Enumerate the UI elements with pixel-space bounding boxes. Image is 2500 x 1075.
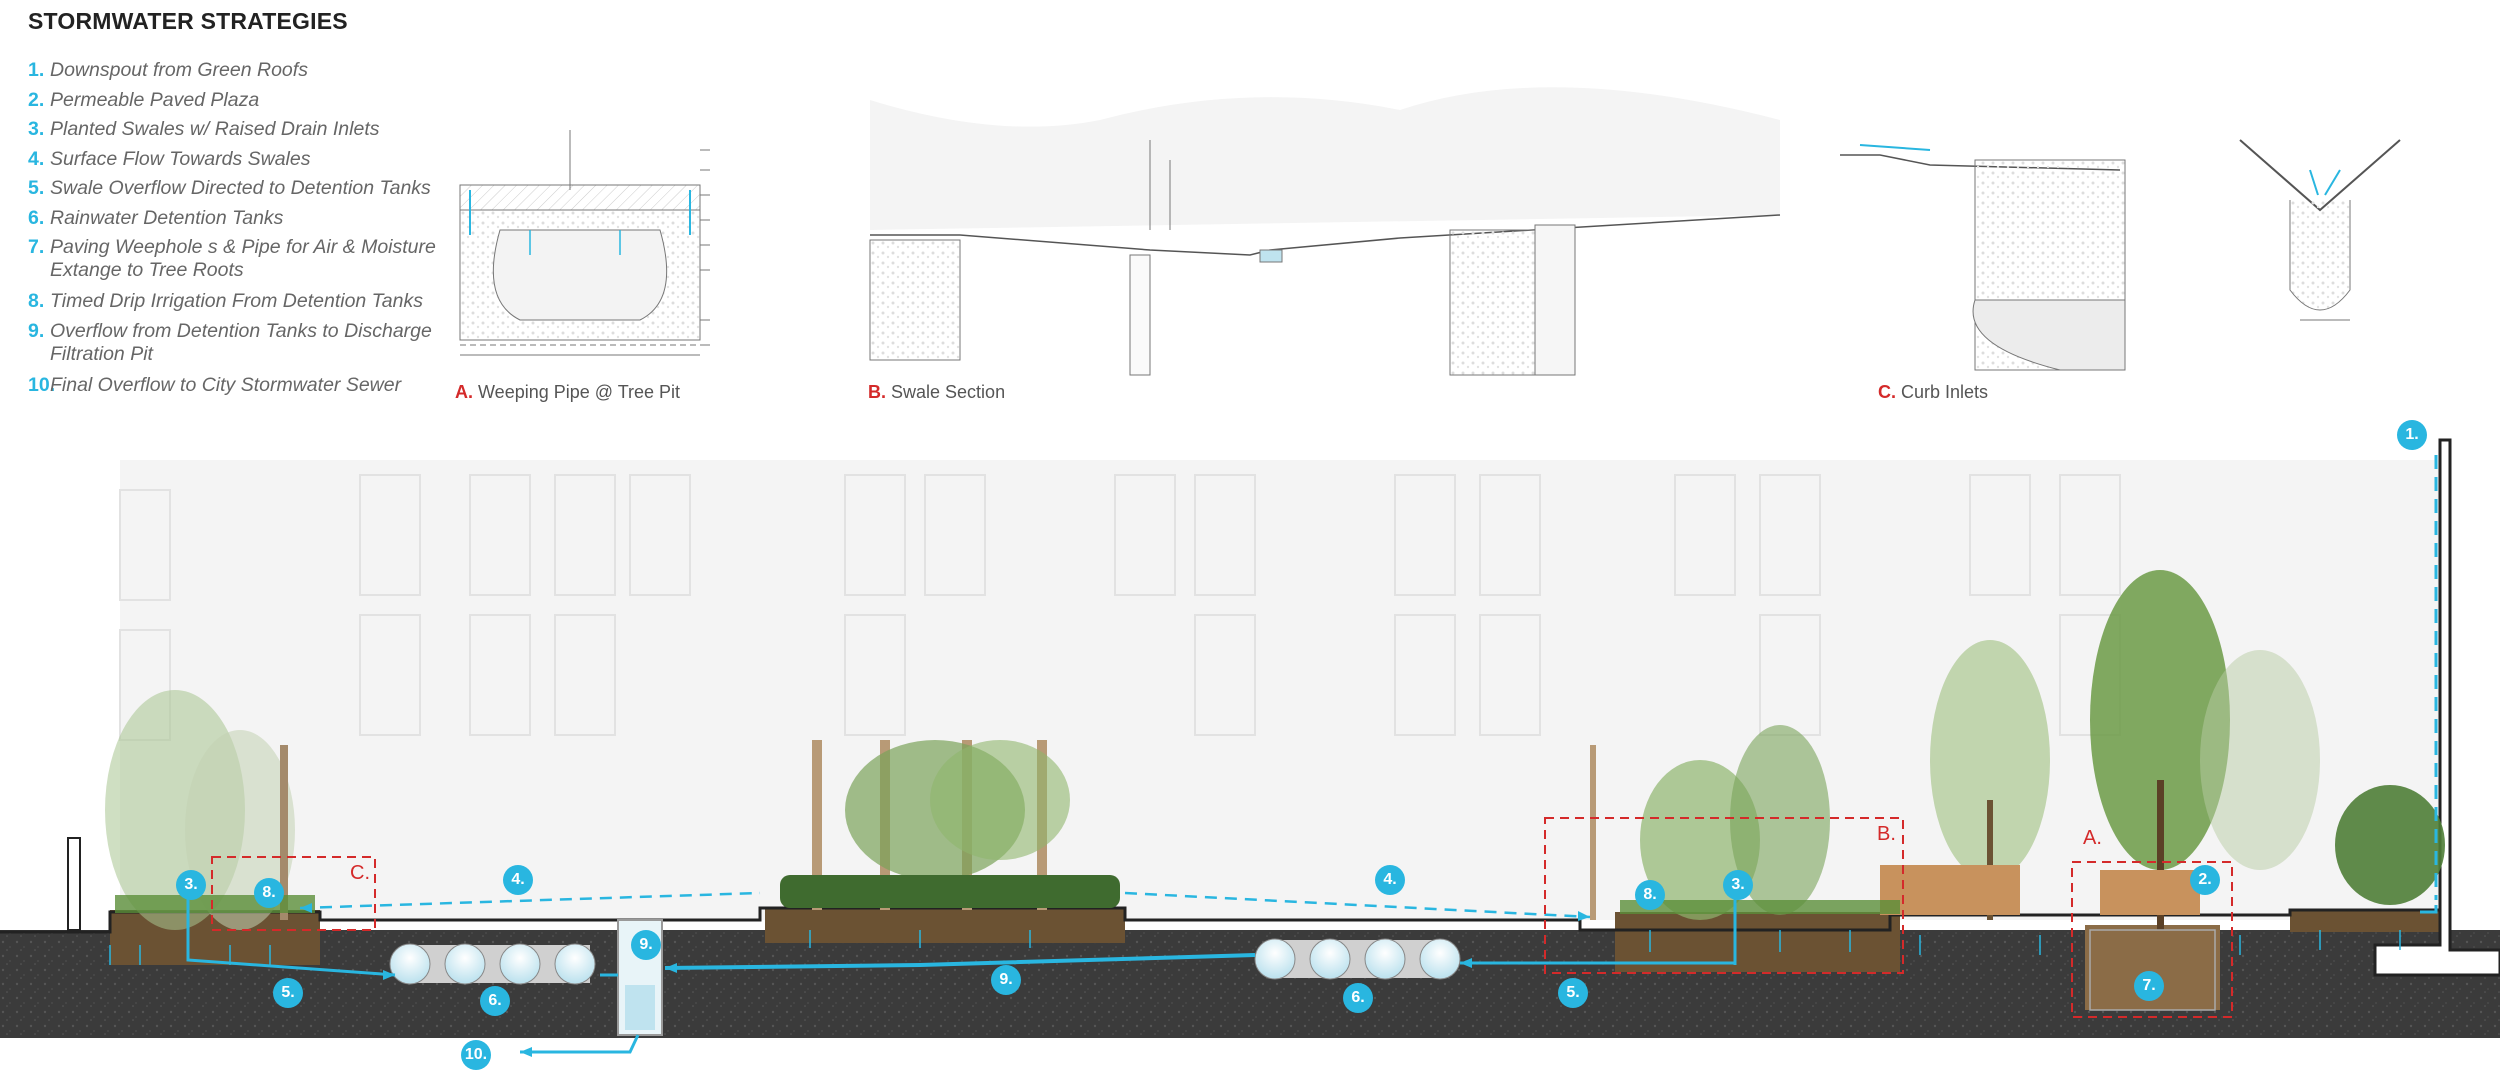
section-label-b: B. — [1877, 823, 1896, 845]
planting-soil-right — [2290, 910, 2450, 932]
legend-text: Final Overflow to City Stormwater Sewer — [50, 373, 402, 396]
callout-overflow-line: 9. — [991, 965, 1021, 995]
callout-swale-overflow-left: 5. — [273, 978, 303, 1008]
callout-drip-irrigation-left: 8. — [254, 878, 284, 908]
callout-swale-left: 3. — [176, 870, 206, 900]
legend-item: 3.Planted Swales w/ Raised Drain Inlets — [28, 117, 408, 147]
legend-number: 3. — [28, 118, 45, 140]
legend-number: 2. — [28, 88, 45, 111]
legend-number: 8. — [28, 290, 45, 312]
planting-soil-center — [765, 908, 1125, 943]
callout-detention-tank-right: 6. — [1343, 983, 1373, 1013]
legend-text: Downspout from Green Roofs — [50, 59, 308, 81]
section-label-c: C. — [350, 862, 370, 884]
detail-b-swale-drawing — [869, 87, 1781, 376]
legend-item: 4.Surface Flow Towards Swales — [28, 147, 408, 177]
vegetation — [105, 570, 2445, 930]
right-building-wall — [2373, 438, 2500, 977]
tree-root-pit — [2089, 929, 2216, 1011]
callout-surface-flow-right: 4. — [1375, 865, 1405, 895]
legend-number: 4. — [28, 147, 45, 170]
detail-c-curb-inlet-drawing — [1840, 139, 2401, 371]
callout-detention-tank-left: 6. — [480, 986, 510, 1016]
legend-text-continued: Extange to Tree Roots — [50, 259, 244, 281]
legend-item: 8.Timed Drip Irrigation From Detention T… — [28, 289, 423, 319]
legend-text: Planted Swales w/ Raised Drain Inlets — [50, 118, 380, 140]
left-retaining-wall — [67, 837, 81, 931]
legend-item: 1.Downspout from Green Roofs — [28, 58, 408, 88]
legend-number: 6. — [28, 206, 45, 229]
legend-item: 6.Rainwater Detention Tanks — [28, 206, 408, 236]
callout-drip-irrigation-right: 8. — [1635, 880, 1665, 910]
legend-text: Swale Overflow Directed to Detention Tan… — [50, 177, 431, 199]
callout-tree-root-pipe: 7. — [2134, 971, 2164, 1001]
building-backdrop — [119, 460, 2440, 920]
detail-b-caption: B. Swale Section — [868, 382, 1006, 402]
legend-number: 9. — [28, 319, 45, 342]
section-label-a: A. — [2083, 827, 2102, 849]
callout-swale-right: 3. — [1723, 870, 1753, 900]
detention-tank-right — [1254, 938, 1461, 980]
legend-text: Rainwater Detention Tanks — [50, 206, 284, 229]
legend-text: Surface Flow Towards Swales — [50, 147, 311, 170]
callout-permeable-plaza: 2. — [2190, 865, 2220, 895]
legend-text: Paving Weephole s & Pipe for Air & Moist… — [50, 236, 436, 258]
detail-a-caption: A. Weeping Pipe @ Tree Pit — [455, 382, 681, 402]
strategy-legend: 1.Downspout from Green Roofs 2.Permeable… — [28, 58, 436, 403]
legend-text: Permeable Paved Plaza — [50, 88, 260, 111]
legend-item: 9.Overflow from Detention Tanks to Disch… — [28, 319, 432, 373]
callout-downspout: 1. — [2397, 420, 2427, 450]
detail-c-caption: C. Curb Inlets — [1878, 382, 1989, 402]
water-flow-lines — [109, 455, 2438, 1057]
legend-number: 5. — [28, 177, 45, 199]
legend-number: 10. — [28, 373, 56, 396]
callout-surface-flow-left: 4. — [503, 865, 533, 895]
legend-text-continued: Filtration Pit — [50, 342, 153, 365]
legend-number: 7. — [28, 236, 45, 258]
legend-number: 1. — [28, 59, 45, 81]
legend-text: Overflow from Detention Tanks to Dischar… — [50, 319, 432, 342]
callout-overflow-pit: 9. — [631, 930, 661, 960]
legend-item: 5.Swale Overflow Directed to Detention T… — [28, 176, 431, 206]
page-title: STORMWATER STRATEGIES — [28, 8, 348, 34]
callout-swale-overflow-right: 5. — [1558, 978, 1588, 1008]
legend-item: 2.Permeable Paved Plaza — [28, 88, 408, 118]
detention-tank-left — [389, 943, 596, 985]
callout-city-sewer: 10. — [461, 1040, 491, 1070]
legend-item: 7.Paving Weephole s & Pipe for Air & Moi… — [28, 235, 436, 289]
legend-text: Timed Drip Irrigation From Detention Tan… — [50, 290, 423, 312]
legend-item: 10.Final Overflow to City Stormwater Sew… — [28, 373, 408, 403]
detail-a-weeping-pipe-drawing — [459, 130, 710, 356]
detail-callout-boxes — [211, 817, 2233, 1018]
